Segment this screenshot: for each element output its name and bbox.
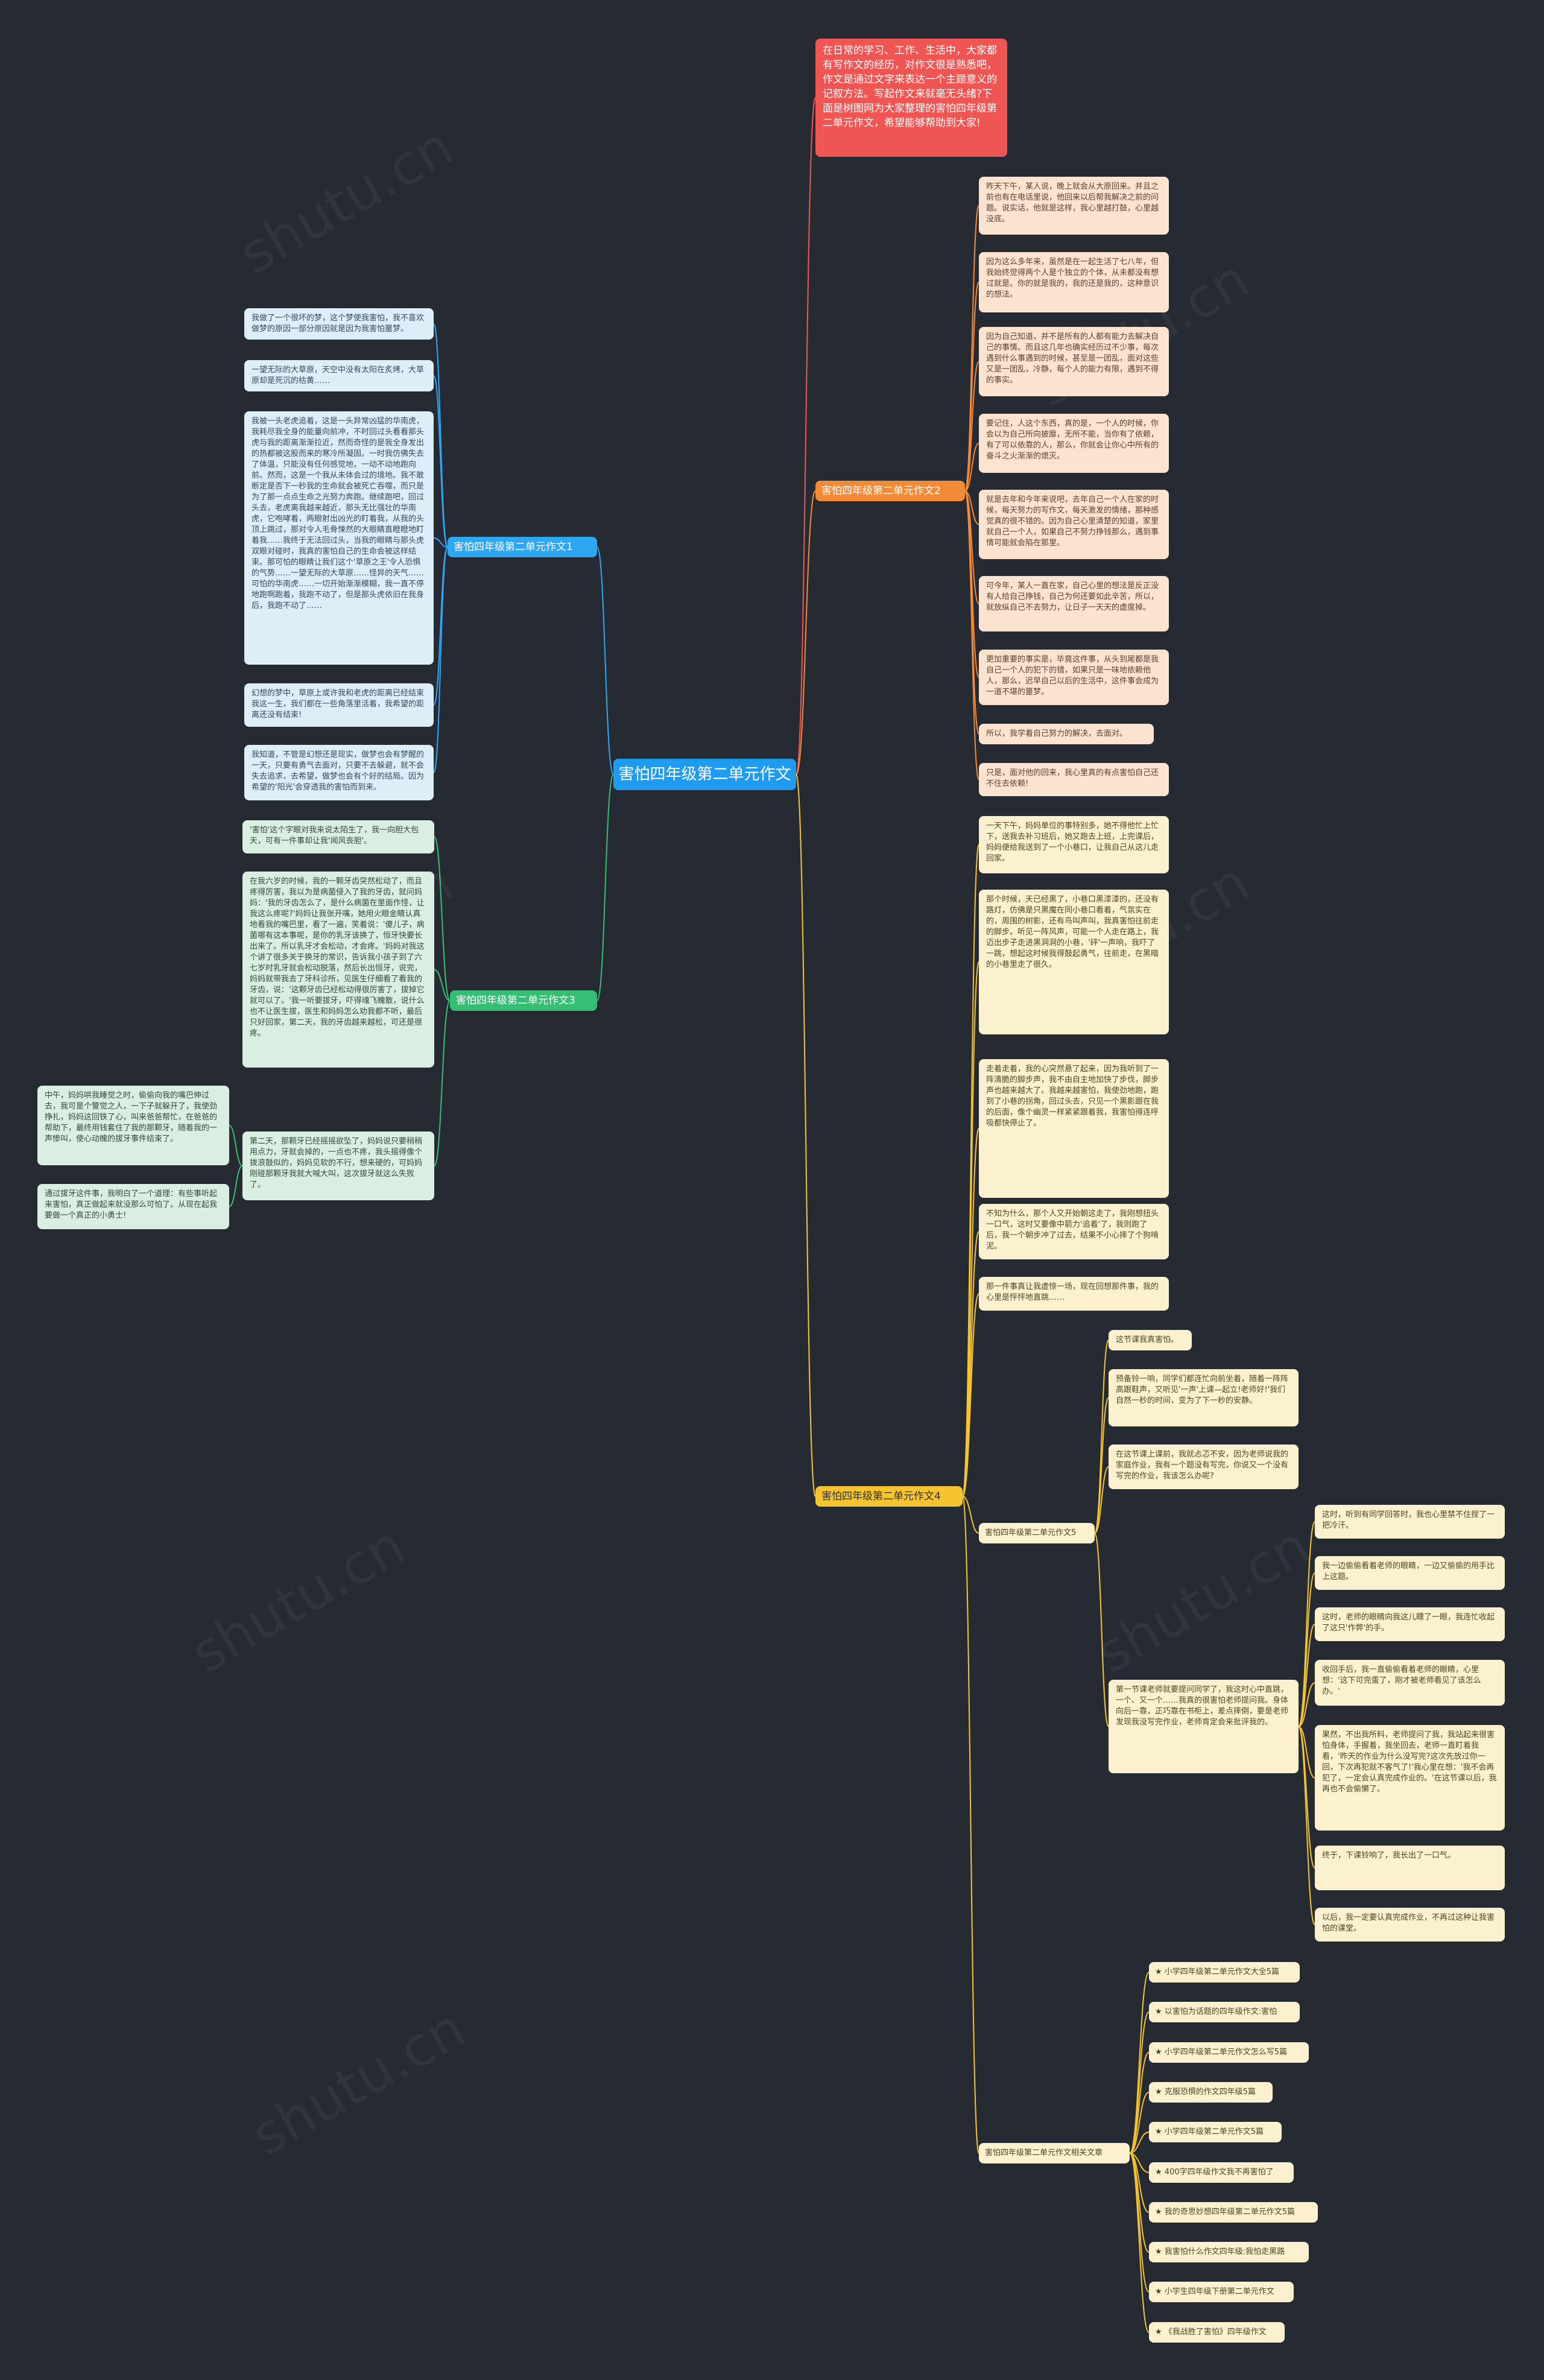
connector-line — [1129, 2153, 1150, 2293]
essay5-paragraph[interactable]: 在这节课上课前，我就忐忑不安，因为老师说我的家庭作业，我有一个题没有写完，你说又… — [1109, 1445, 1299, 1489]
essay2-paragraph[interactable]: 所以，我学着自己努力的解决，去面对。 — [979, 724, 1154, 744]
related-article-link[interactable]: ★ 400字四年级作文我不再害怕了 — [1149, 2162, 1294, 2183]
related-article-link[interactable]: ★ 克服恐惧的作文四年级5篇 — [1149, 2082, 1273, 2103]
essay3-sub-paragraph[interactable]: 通过拔牙这件事，我明白了一个道理：有些事听起来害怕，真正做起来就没那么可怕了。从… — [37, 1184, 229, 1229]
related-article-link[interactable]: ★ 以害怕为话题的四年级作文:害怕 — [1149, 2002, 1300, 2022]
related-article-link[interactable]: ★ 小学四年级第二单元作文大全5篇 — [1149, 1962, 1300, 1983]
essay3-paragraph[interactable]: '害怕'这个字眼对我来说太陌生了，我一向胆大包天，可有一件事却让我'闻风丧胆'。 — [242, 820, 434, 853]
essay5-sub-paragraph[interactable]: 这时，听到有同学回答时，我也心里禁不住捏了一把冷汗。 — [1315, 1505, 1505, 1539]
connector-line — [433, 375, 448, 548]
related-article-link[interactable]: ★ 小学四年级第二单元作文怎么写5篇 — [1149, 2042, 1309, 2063]
connector-line — [433, 546, 448, 773]
related-article-link[interactable]: ★ 小学生四年级下册第二单元作文 — [1149, 2282, 1294, 2302]
connector-line — [1129, 2153, 1150, 2333]
essay1-paragraph[interactable]: 我做了一个很坏的梦，这个梦使我害怕，我不喜欢做梦的原因一部分原因就是因为我害怕噩… — [244, 308, 434, 340]
sub-branch-essay-5[interactable]: 害怕四年级第二单元作文5 — [979, 1523, 1095, 1543]
connector-line — [434, 1000, 451, 1166]
essay5-paragraph[interactable]: 这节课我真害怕。 — [1109, 1330, 1192, 1350]
related-article-link[interactable]: ★ 《我战胜了害怕》四年级作文 — [1149, 2322, 1285, 2343]
essay5-sub-paragraph[interactable]: 我一边偷偷看着老师的眼睛，一边又偷偷的用手比上这题。 — [1315, 1556, 1505, 1590]
branch-essay-2[interactable]: 害怕四年级第二单元作文2 — [815, 481, 965, 501]
essay3-paragraph[interactable]: 在我六岁的时候，我的一颗牙齿突然松动了，而且疼得厉害，我以为是病菌侵入了我的牙齿… — [242, 872, 434, 1068]
essay3-paragraph[interactable]: 第二天，那颗牙已经摇摇欲坠了，妈妈说只要稍稍用点力，牙就会掉的，一点也不疼，我头… — [242, 1131, 434, 1200]
connector-line — [1298, 1726, 1315, 1925]
essay1-paragraph[interactable]: 我被一头老虎追着，这是一头异常凶猛的华南虎，我耗尽我全身的能量向前冲，不时回过头… — [244, 411, 434, 665]
essay3-sub-paragraph[interactable]: 中午，妈妈哄我睡觉之时，偷偷向我的嘴巴伸过去，我可是个警觉之人，一下子就躲开了，… — [37, 1086, 229, 1165]
connector-line — [796, 774, 816, 1497]
connector-line — [964, 361, 979, 492]
connector-line — [1094, 1533, 1109, 1727]
connector-line — [964, 443, 979, 492]
essay5-sub-paragraph[interactable]: 终于，下课铃响了，我长出了一口气。 — [1315, 1846, 1505, 1890]
connector-line — [1298, 1726, 1315, 1779]
related-article-link[interactable]: ★ 小学四年级第二单元作文5篇 — [1149, 2122, 1282, 2142]
essay5-sub-paragraph[interactable]: 以后，我一定要认真完成作业，不再过这种让我害怕的课堂。 — [1315, 1908, 1505, 1942]
connector-line — [229, 1125, 243, 1166]
essay2-paragraph[interactable]: 只是，面对他的回来，我心里真的有点害怕自己还不住去依赖! — [979, 763, 1169, 796]
connector-line — [964, 490, 979, 780]
connector-line — [596, 774, 614, 1001]
connector-line — [1129, 2092, 1150, 2154]
essay1-paragraph[interactable]: 我知道，不管是幻想还是现实，做梦也会有梦醒的一天，只要有勇气去面对，只要不去躲避… — [244, 745, 434, 800]
connector-line — [1094, 1397, 1109, 1534]
connector-line — [1094, 1466, 1109, 1534]
connector-line — [229, 1165, 243, 1207]
essay5-paragraph[interactable]: 预备铃一响，同学们都连忙向前坐着，随着一阵阵高跟鞋声，又听见'一声'上课—起立!… — [1109, 1369, 1299, 1426]
intro-note[interactable]: 在日常的学习、工作、生活中，大家都有写作文的经历，对作文很是熟悉吧，作文是通过文… — [815, 39, 1007, 157]
essay4-paragraph[interactable]: 那个时候，天已经黑了，小巷口黑漆漆的，还没有路灯，仿佛是只黑魔在同小巷口看着，气… — [979, 890, 1169, 1034]
branch-essay-3[interactable]: 害怕四年级第二单元作文3 — [450, 990, 597, 1011]
essay1-paragraph[interactable]: 幻想的梦中，草原上或许我和老虎的距离已经结束我这一生，我们都在一些角落里活着，我… — [244, 683, 434, 727]
connector-line — [964, 490, 979, 525]
branch-essay-1[interactable]: 害怕四年级第二单元作文1 — [448, 537, 597, 557]
connector-line — [1298, 1521, 1315, 1727]
root-topic[interactable]: 害怕四年级第二单元作文 — [613, 759, 796, 790]
connector-line — [433, 546, 448, 706]
branch-essay-4[interactable]: 害怕四年级第二单元作文4 — [815, 1486, 963, 1507]
connector-line — [1298, 1572, 1315, 1727]
essay2-paragraph[interactable]: 昨天下午，某人说，晚上就会从大原回来。并且之前也有在电话里说，他回来以后帮我解决… — [979, 177, 1169, 235]
essay4-paragraph[interactable]: 那一件事真让我虚惊一场，现在回想那件事，我的心里是怦怦地直跳…… — [979, 1277, 1169, 1311]
essay5-sub-paragraph[interactable]: 这时，老师的眼睛向我这儿瞟了一眼，我连忙收起了这只'作弊'的手。 — [1315, 1607, 1505, 1641]
essay2-paragraph[interactable]: 就是去年和今年来说吧，去年自己一个人在家的时候，每天努力的写作文，每天激发的情绪… — [979, 490, 1169, 559]
connector-line — [1298, 1726, 1315, 1869]
related-article-link[interactable]: ★ 我的奇思妙想四年级第二单元作文5篇 — [1149, 2202, 1318, 2223]
connector-line — [796, 97, 816, 775]
related-article-link[interactable]: ★ 我害怕什么作文四年级:我怕走黑路 — [1149, 2242, 1309, 2262]
connector-line — [962, 1231, 979, 1497]
connector-line — [1298, 1682, 1315, 1727]
essay5-sub-paragraph[interactable]: 收回手后，我一直偷偷看着老师的眼睛，心里想：'这下可完蛋了，刚才被老师看见了该怎… — [1315, 1660, 1505, 1706]
essay4-paragraph[interactable]: 不知为什么，那个人又开始朝这走了，我刚想扭头一口气，这时又要像中箭力'追着'了，… — [979, 1204, 1169, 1259]
essay2-paragraph[interactable]: 可今年，某人一直在家，自己心里的想法是反正没有人给自己挣钱，自己为何还要如此辛苦… — [979, 576, 1169, 631]
connector-line — [962, 1293, 979, 1497]
essay5-sub-paragraph[interactable]: 果然，不出我所料，老师提问了我，我站起来很害怕身体，手握着，我坐回去，老师一直盯… — [1315, 1725, 1505, 1831]
essay2-paragraph[interactable]: 因为自己知道，并不是所有的人都有能力去解决自己的事情。而且这几年也确实经历过不少… — [979, 327, 1169, 396]
connector-line — [964, 282, 979, 492]
essay2-paragraph[interactable]: 因为这么多年来，虽然是在一起生活了七八年，但我始终觉得两个人是个独立的个体，从未… — [979, 252, 1169, 312]
essay5-paragraph[interactable]: 第一节课老师就要提问同学了，我这时心中直跳，一个、又一个……我真的很害怕老师提问… — [1109, 1680, 1299, 1773]
essay4-paragraph[interactable]: 走着走着，我的心突然悬了起来，因为我听到了一阵清脆的脚步声，我不由自主地加快了步… — [979, 1059, 1169, 1198]
connector-line — [962, 961, 979, 1497]
connector-line — [433, 323, 448, 548]
connector-line — [962, 1496, 979, 2154]
connector-line — [964, 205, 979, 492]
connector-line — [433, 537, 448, 548]
connector-line — [796, 490, 816, 775]
connector-line — [434, 836, 451, 1001]
connector-line — [962, 1496, 979, 1534]
essay1-paragraph[interactable]: 一望无际的大草原，天空中没有太阳在炙烤，大草原却是死沉的枯黄…… — [244, 360, 434, 391]
essay4-paragraph[interactable]: 一天下午，妈妈单位的事特别多，她不得他忙上忙下，送我去补习班后，她又跑去上班，上… — [979, 816, 1169, 873]
connector-line — [596, 546, 614, 775]
connector-line — [434, 969, 451, 1001]
related-articles-branch[interactable]: 害怕四年级第二单元作文相关文章 — [979, 2143, 1130, 2163]
essay2-paragraph[interactable]: 要记住，人这个东西，真的是，一个人的时候，你会以为自己所向披靡，无所不能，当你有… — [979, 414, 1169, 473]
connector-line — [1298, 1624, 1315, 1727]
connector-line — [1129, 2132, 1150, 2154]
connector-line — [1129, 2011, 1150, 2154]
connector-line — [1129, 2052, 1150, 2154]
essay2-paragraph[interactable]: 更加重要的事实是，毕竟这件事，从头到尾都是我自己一个人的犯下的错，如果只是一味地… — [979, 650, 1169, 705]
